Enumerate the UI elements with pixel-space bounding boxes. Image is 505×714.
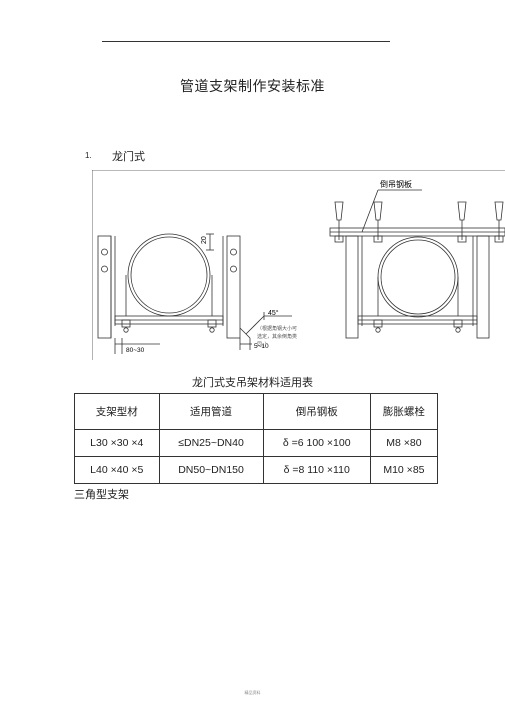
gantry-support-drawing: 20 80~30 5~10 45° （根据角钢大小可 选定，其余倒角类 同。） xyxy=(91,169,505,362)
section-title: 龙门式 xyxy=(112,150,145,163)
table-cell: L40 ×40 ×5 xyxy=(74,456,160,484)
note-line-1: （根据角钢大小可 xyxy=(257,325,297,332)
table-cell: ≤DN25~DN40 xyxy=(158,429,264,457)
document-title: 管道支架制作安装标准 xyxy=(180,79,325,95)
material-table: 支架型材 适用管道 倒吊钢板 膨胀螺栓 L30 ×30 ×4 ≤DN25~DN4… xyxy=(74,393,439,484)
note-line-2: 选定，其余倒角类 xyxy=(257,333,297,340)
header-cell: 适用管道 xyxy=(158,393,264,430)
header-rule xyxy=(102,41,390,42)
footer-watermark: 精品资料 xyxy=(244,690,261,695)
header-cell: 支架型材 xyxy=(74,393,160,430)
dimension-bottom-right-label: 5~10 xyxy=(254,343,269,350)
header-cell: 膨胀螺栓 xyxy=(369,393,439,430)
table-cell: δ =8 110 ×110 xyxy=(262,456,371,484)
left-elevation-view xyxy=(97,233,292,354)
section-number: 1. xyxy=(85,151,92,160)
dimension-bottom-left-label: 80~30 xyxy=(126,347,145,354)
table-cell: M8 ×80 xyxy=(369,429,439,457)
table-row: L40 ×40 ×5 DN50~DN150 δ =8 110 ×110 M10 … xyxy=(74,456,439,484)
table-caption: 龙门式支吊架材料适用表 xyxy=(192,376,313,389)
table-cell: δ =6 100 ×100 xyxy=(262,429,371,457)
table-header-row: 支架型材 适用管道 倒吊钢板 膨胀螺栓 xyxy=(74,393,439,430)
table-cell: L30 ×30 ×4 xyxy=(74,429,160,457)
plate-label: 倒吊钢板 xyxy=(380,179,412,189)
section-2-title: 三角型支架 xyxy=(74,488,129,501)
header-cell: 倒吊钢板 xyxy=(262,393,371,430)
note-line-3: 同。） xyxy=(257,342,270,348)
dimension-top-label: 20 xyxy=(201,236,208,244)
table-row: L30 ×30 ×4 ≤DN25~DN40 δ =6 100 ×100 M8 ×… xyxy=(74,429,439,457)
right-elevation-view xyxy=(329,189,505,339)
technical-drawing: 20 80~30 5~10 45° （根据角钢大小可 选定，其余倒角类 同。） xyxy=(91,169,505,360)
table-cell: DN50~DN150 xyxy=(158,456,264,484)
angle-label: 45° xyxy=(268,309,279,317)
table-cell: M10 ×85 xyxy=(369,456,439,484)
